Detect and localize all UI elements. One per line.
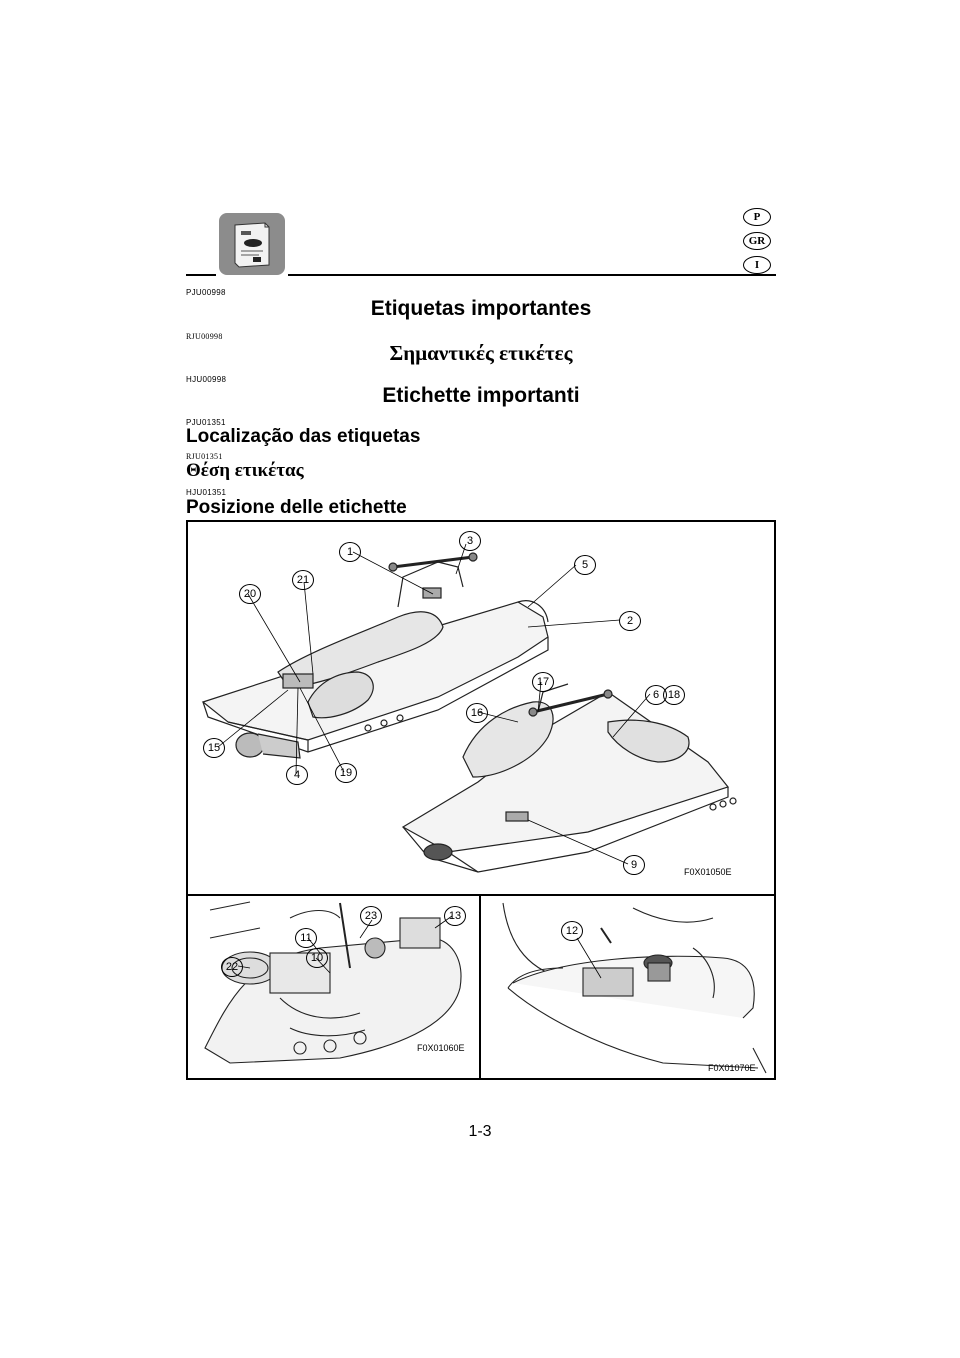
figure-divider-horizontal — [186, 894, 776, 896]
callout-number: 21 — [292, 570, 314, 590]
callout-number: 1 — [339, 542, 361, 562]
section-code: RJU00998 — [186, 332, 223, 341]
callout-number: 3 — [459, 531, 481, 551]
callout-number: 23 — [360, 906, 382, 926]
section-heading-gr: Θέση ετικέτας — [186, 460, 304, 481]
language-badge-p: P — [743, 208, 771, 226]
callout-number: 10 — [306, 948, 328, 968]
header-rule-right — [288, 274, 776, 276]
callout-number: 2 — [619, 611, 641, 631]
header-rule-left — [186, 274, 216, 276]
callout-number: 4 — [286, 765, 308, 785]
callout-number: 17 — [532, 672, 554, 692]
section-code: PJU00998 — [186, 288, 226, 297]
page-title-gr: Σημαντικές ετικέτες — [389, 341, 573, 365]
page-number: 1-3 — [468, 1123, 492, 1140]
callout-number: 11 — [295, 928, 317, 948]
section-code: HJU00998 — [186, 375, 227, 384]
callout-number: 18 — [663, 685, 685, 705]
section-heading-i: Posizione delle etichette — [186, 497, 407, 518]
callout-number: 22 — [221, 957, 243, 977]
callout-number: 13 — [444, 906, 466, 926]
watercraft-illustration — [201, 543, 737, 873]
figure-divider-vertical — [479, 894, 481, 1080]
callout-number: 15 — [203, 738, 225, 758]
callout-number: 19 — [335, 763, 357, 783]
engine-compartment-illustration — [204, 901, 462, 1064]
language-badge-i: I — [743, 256, 771, 274]
figure-code: F0X01050E — [684, 867, 732, 877]
manual-icon — [219, 213, 285, 275]
section-code: RJU01351 — [186, 452, 223, 461]
section-heading-p: Localização das etiquetas — [186, 426, 421, 447]
callout-number: 9 — [623, 855, 645, 875]
section-code: HJU01351 — [186, 488, 227, 497]
callout-number: 20 — [239, 584, 261, 604]
page-title-p: Etiquetas importantes — [370, 297, 592, 320]
figure-code: F0X01060E — [417, 1043, 465, 1053]
figure-code: F0X01070E — [708, 1063, 756, 1073]
label-location-figure — [186, 520, 776, 1080]
language-badge-gr: GR — [743, 232, 771, 250]
page-title-i: Etichette importanti — [382, 384, 580, 407]
callout-number: 5 — [574, 555, 596, 575]
callout-number: 12 — [561, 921, 583, 941]
callout-number: 16 — [466, 703, 488, 723]
section-code: PJU01351 — [186, 418, 226, 427]
storage-compartment-illustration — [502, 902, 767, 1074]
